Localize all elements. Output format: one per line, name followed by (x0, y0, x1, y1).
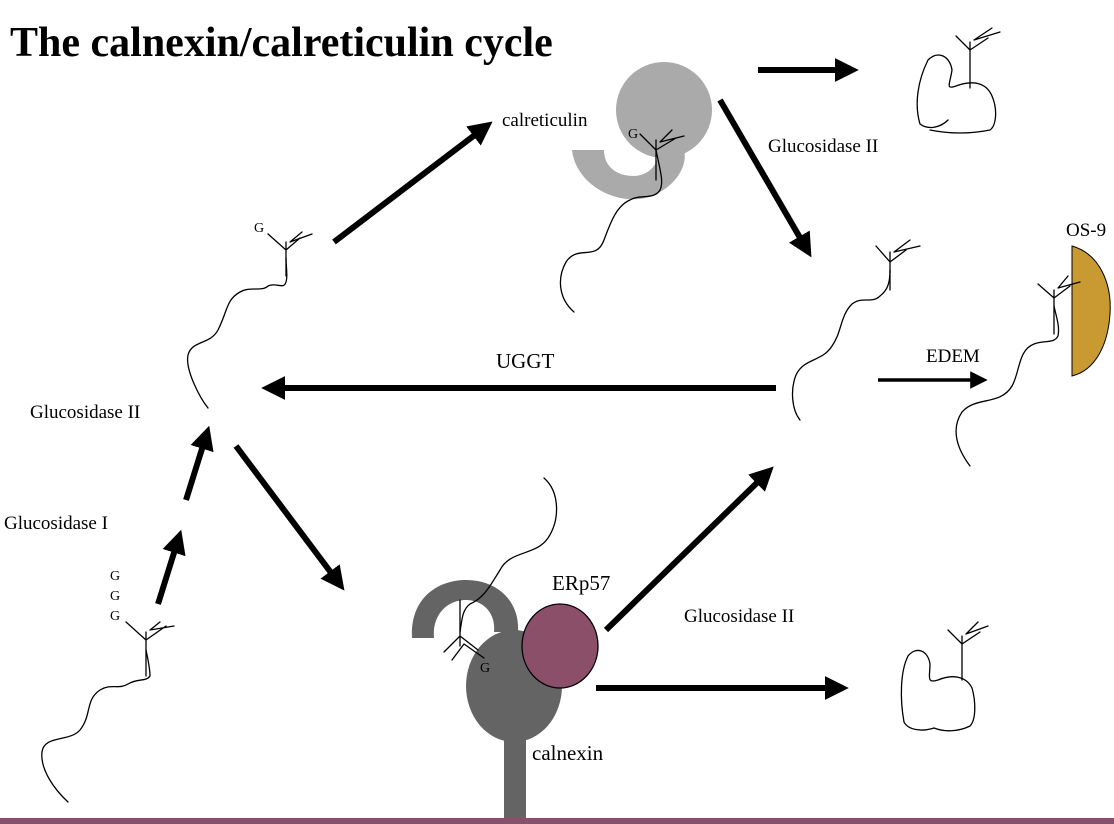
glucose-label: G (480, 661, 490, 676)
edem-label: EDEM (926, 346, 980, 367)
diagram-title: The calnexin/calreticulin cycle (10, 20, 553, 66)
calnexin-complex: ERp57 calnexin G (411, 477, 610, 824)
glucose-label: G (254, 221, 264, 236)
deglucosylated-glycoprotein (791, 239, 921, 421)
os9-lectin (1071, 245, 1111, 377)
calreticulin-label: calreticulin (502, 110, 588, 131)
os9-complex: OS-9 (955, 220, 1111, 467)
calnexin-transmembrane-anchor (504, 724, 526, 824)
glucosidase-ii-bottom-label: Glucosidase II (684, 606, 794, 627)
uggt-label: UGGT (496, 349, 554, 373)
glucose-label: G (110, 589, 120, 604)
os9-label: OS-9 (1066, 220, 1106, 241)
glucosidase-ii-top-label: Glucosidase II (768, 136, 878, 157)
erp57-label: ERp57 (552, 571, 610, 595)
arrow-to-calreticulin (332, 121, 493, 245)
calreticulin-p-domain (572, 150, 685, 200)
calnexin-p-domain (411, 580, 519, 638)
calreticulin-globular-domain (616, 62, 712, 158)
folded-glycoprotein-bottom (900, 621, 989, 732)
glucose-label: G (110, 569, 120, 584)
arrow-glucosidase-i (155, 529, 186, 605)
bottom-border-bar (0, 818, 1114, 824)
arrow-calreticulin-to-deglucosylated (717, 98, 812, 258)
triglucosylated-glycoprotein: G G G (41, 569, 175, 803)
folded-glycoprotein-top (916, 27, 1001, 134)
arrow-glucosidase-ii-left (183, 425, 214, 501)
calreticulin-complex: calreticulin G (502, 62, 712, 313)
glucose-label: G (110, 609, 120, 624)
erp57-protein (521, 603, 599, 689)
monoglucosylated-glycoprotein: G (187, 221, 313, 409)
arrow-to-calnexin (233, 444, 345, 591)
glucosidase-i-label: Glucosidase I (4, 513, 108, 534)
arrow-calnexin-to-deglucosylated (603, 466, 774, 633)
glucose-label: G (628, 127, 638, 142)
glucosidase-ii-left-label: Glucosidase II (30, 402, 140, 423)
calnexin-label: calnexin (532, 741, 604, 765)
